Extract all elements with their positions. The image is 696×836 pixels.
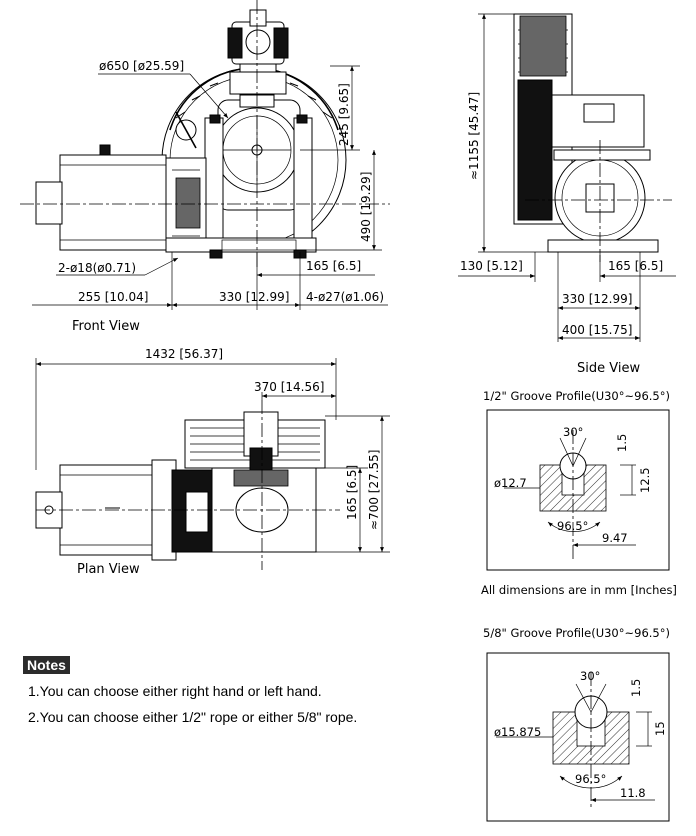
front-d165-label: 165 [6.5]: [306, 259, 361, 273]
plan-d700-label: ≈700 [27.55]: [367, 450, 381, 531]
groove-five-eighth-title: 5/8" Groove Profile(U30°~96.5°): [483, 626, 670, 640]
front-d245-label: 245 [9.65]: [337, 83, 351, 146]
groove-five-eighth-d-top: 1.5: [629, 679, 643, 697]
note-item-1: 1.You can choose either right hand or le…: [28, 683, 322, 699]
dimension-note: All dimensions are in mm [Inches]: [481, 583, 677, 597]
front-holes-big-label: 4-ø27(ø1.06): [306, 290, 384, 304]
groove-five-eighth-dia: ø15.875: [494, 725, 541, 739]
groove-half-title: 1/2" Groove Profile(U30°~96.5°): [483, 389, 670, 403]
groove-five-eighth-d-bottom: 11.8: [620, 786, 646, 800]
groove-five-eighth-angle-top: 30°: [580, 669, 600, 683]
front-view-drawing: [20, 0, 390, 310]
groove-half-d-right: 12.5: [638, 467, 652, 493]
side-d165-label: 165 [6.5]: [608, 259, 663, 273]
front-d490-label: 490 [19.29]: [359, 172, 373, 242]
groove-half-d-bottom: 9.47: [602, 531, 628, 545]
side-height-label: ≈1155 [45.47]: [467, 92, 481, 180]
plan-d370-label: 370 [14.56]: [254, 380, 324, 394]
groove-five-eighth-angle-bottom: 96.5°: [575, 772, 606, 786]
plan-view-title: Plan View: [77, 562, 140, 577]
side-d330-label: 330 [12.99]: [562, 292, 632, 306]
groove-half-profile: [486, 409, 670, 571]
groove-half-angle-top: 30°: [563, 425, 583, 439]
note-item-2: 2.You can choose either 1/2" rope or eit…: [28, 709, 358, 725]
plan-view-drawing: [35, 358, 390, 570]
front-d330-label: 330 [12.99]: [219, 290, 289, 304]
groove-half-angle-bottom: 96.5°: [557, 519, 588, 533]
front-view-title: Front View: [72, 319, 140, 334]
groove-half-dia: ø12.7: [494, 476, 527, 490]
front-holes-small-label: 2-ø18(ø0.71): [58, 261, 136, 275]
groove-five-eighth-d-right: 15: [653, 721, 667, 736]
groove-five-eighth-profile: [486, 652, 670, 822]
plan-d1432-label: 1432 [56.37]: [145, 347, 223, 361]
front-d255-label: 255 [10.04]: [78, 290, 148, 304]
side-view-drawing: [458, 13, 676, 342]
side-view-title: Side View: [577, 361, 640, 376]
groove-half-d-top: 1.5: [615, 434, 629, 452]
notes-title: Notes: [23, 656, 70, 674]
side-d400-label: 400 [15.75]: [562, 323, 632, 337]
plan-d165-label: 165 [6.5]: [345, 465, 359, 520]
front-sheave-dia-label: ø650 [ø25.59]: [99, 59, 184, 73]
side-d130-label: 130 [5.12]: [460, 259, 523, 273]
